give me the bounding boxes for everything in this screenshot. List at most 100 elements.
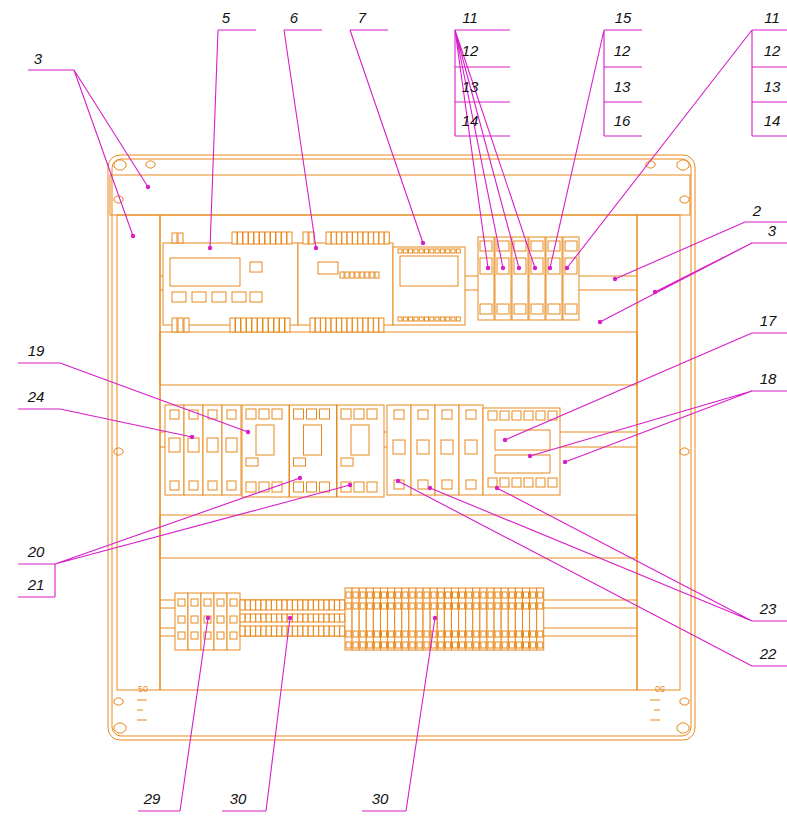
screw <box>495 642 500 648</box>
breaker-dial <box>351 425 369 455</box>
screw <box>403 631 408 637</box>
callout-number: 6 <box>290 9 298 26</box>
screw <box>481 631 486 637</box>
terminal <box>435 249 439 253</box>
terminal <box>374 318 379 332</box>
leader-dot <box>517 266 521 270</box>
terminal-block <box>501 588 508 650</box>
leader-dot <box>246 430 250 434</box>
screw <box>424 603 429 609</box>
leader-dot <box>428 486 432 490</box>
leader-dot <box>190 435 194 439</box>
screw <box>453 592 458 598</box>
leader-dot <box>565 266 569 270</box>
terminal-block <box>319 600 324 610</box>
screw <box>431 592 436 598</box>
contactor-label <box>495 455 550 473</box>
terminal-block <box>287 600 292 610</box>
terminal-block <box>261 626 266 636</box>
leader-dot <box>533 266 537 270</box>
screw <box>294 409 304 419</box>
callout-number: 24 <box>28 388 45 405</box>
screw <box>453 631 458 637</box>
terminal-block <box>423 588 430 650</box>
terminal-block <box>340 600 345 610</box>
screw <box>382 603 387 609</box>
terminal <box>269 318 274 332</box>
terminal <box>347 232 352 244</box>
terminal-block <box>329 614 334 622</box>
screw <box>217 632 224 639</box>
terminal-block <box>335 600 340 610</box>
terminal <box>274 318 279 332</box>
leader-line <box>430 488 787 621</box>
terminal <box>430 249 434 253</box>
screw <box>531 642 536 648</box>
screw <box>367 603 372 609</box>
leader-lines <box>18 30 787 811</box>
enclosure <box>108 155 695 740</box>
screw <box>524 603 529 609</box>
screw <box>374 592 379 598</box>
terminal <box>263 318 268 332</box>
screw <box>367 409 377 419</box>
terminal-block <box>251 626 256 636</box>
screw <box>170 481 179 490</box>
terminal-block <box>303 600 308 610</box>
terminal <box>331 232 336 244</box>
screw <box>353 592 358 598</box>
terminal-block <box>473 588 480 650</box>
screw <box>516 631 521 637</box>
terminal-block <box>329 600 334 610</box>
screw <box>512 411 521 420</box>
scale-mark: 50 <box>138 684 148 694</box>
relay <box>565 258 577 274</box>
terminal-block <box>298 626 303 636</box>
callout-number: 22 <box>760 645 777 662</box>
terminal <box>425 249 429 253</box>
screw <box>170 410 179 419</box>
terminal <box>497 304 509 314</box>
screw <box>488 411 497 420</box>
terminal <box>326 318 331 332</box>
callout-number: 13 <box>614 78 631 95</box>
terminal-block <box>515 588 522 650</box>
terminal-block <box>340 626 345 636</box>
screw <box>488 478 497 487</box>
terminal-block <box>245 614 250 622</box>
screw <box>217 599 224 606</box>
leader-line <box>18 363 248 432</box>
terminal-block <box>298 600 303 610</box>
screw <box>346 642 351 648</box>
screw <box>467 603 472 609</box>
callout-number: 17 <box>760 312 777 329</box>
callout-number: 11 <box>462 9 478 26</box>
breaker-handle <box>188 438 199 452</box>
terminal <box>565 304 577 314</box>
terminal <box>258 318 263 332</box>
terminal <box>172 233 177 243</box>
screw <box>230 616 237 623</box>
terminal-block <box>324 626 329 636</box>
terminal <box>347 318 352 332</box>
terminal <box>514 304 526 314</box>
mounting-plate <box>160 215 637 690</box>
screw <box>531 592 536 598</box>
terminal <box>456 249 460 253</box>
led <box>370 272 374 278</box>
terminal <box>342 318 347 332</box>
leader-dot <box>396 479 400 483</box>
leader-line <box>530 391 787 462</box>
screw <box>474 603 479 609</box>
leader-dot <box>501 266 505 270</box>
screw <box>442 480 452 489</box>
leader-dot <box>288 616 292 620</box>
terminal <box>430 317 434 321</box>
terminal-block <box>256 600 261 610</box>
leader-line <box>505 333 787 440</box>
leader-dot <box>298 476 302 480</box>
terminal <box>352 318 357 332</box>
scale-mark: 50 <box>655 684 665 694</box>
callout-number: 5 <box>222 9 230 26</box>
terminal-block <box>175 593 188 650</box>
